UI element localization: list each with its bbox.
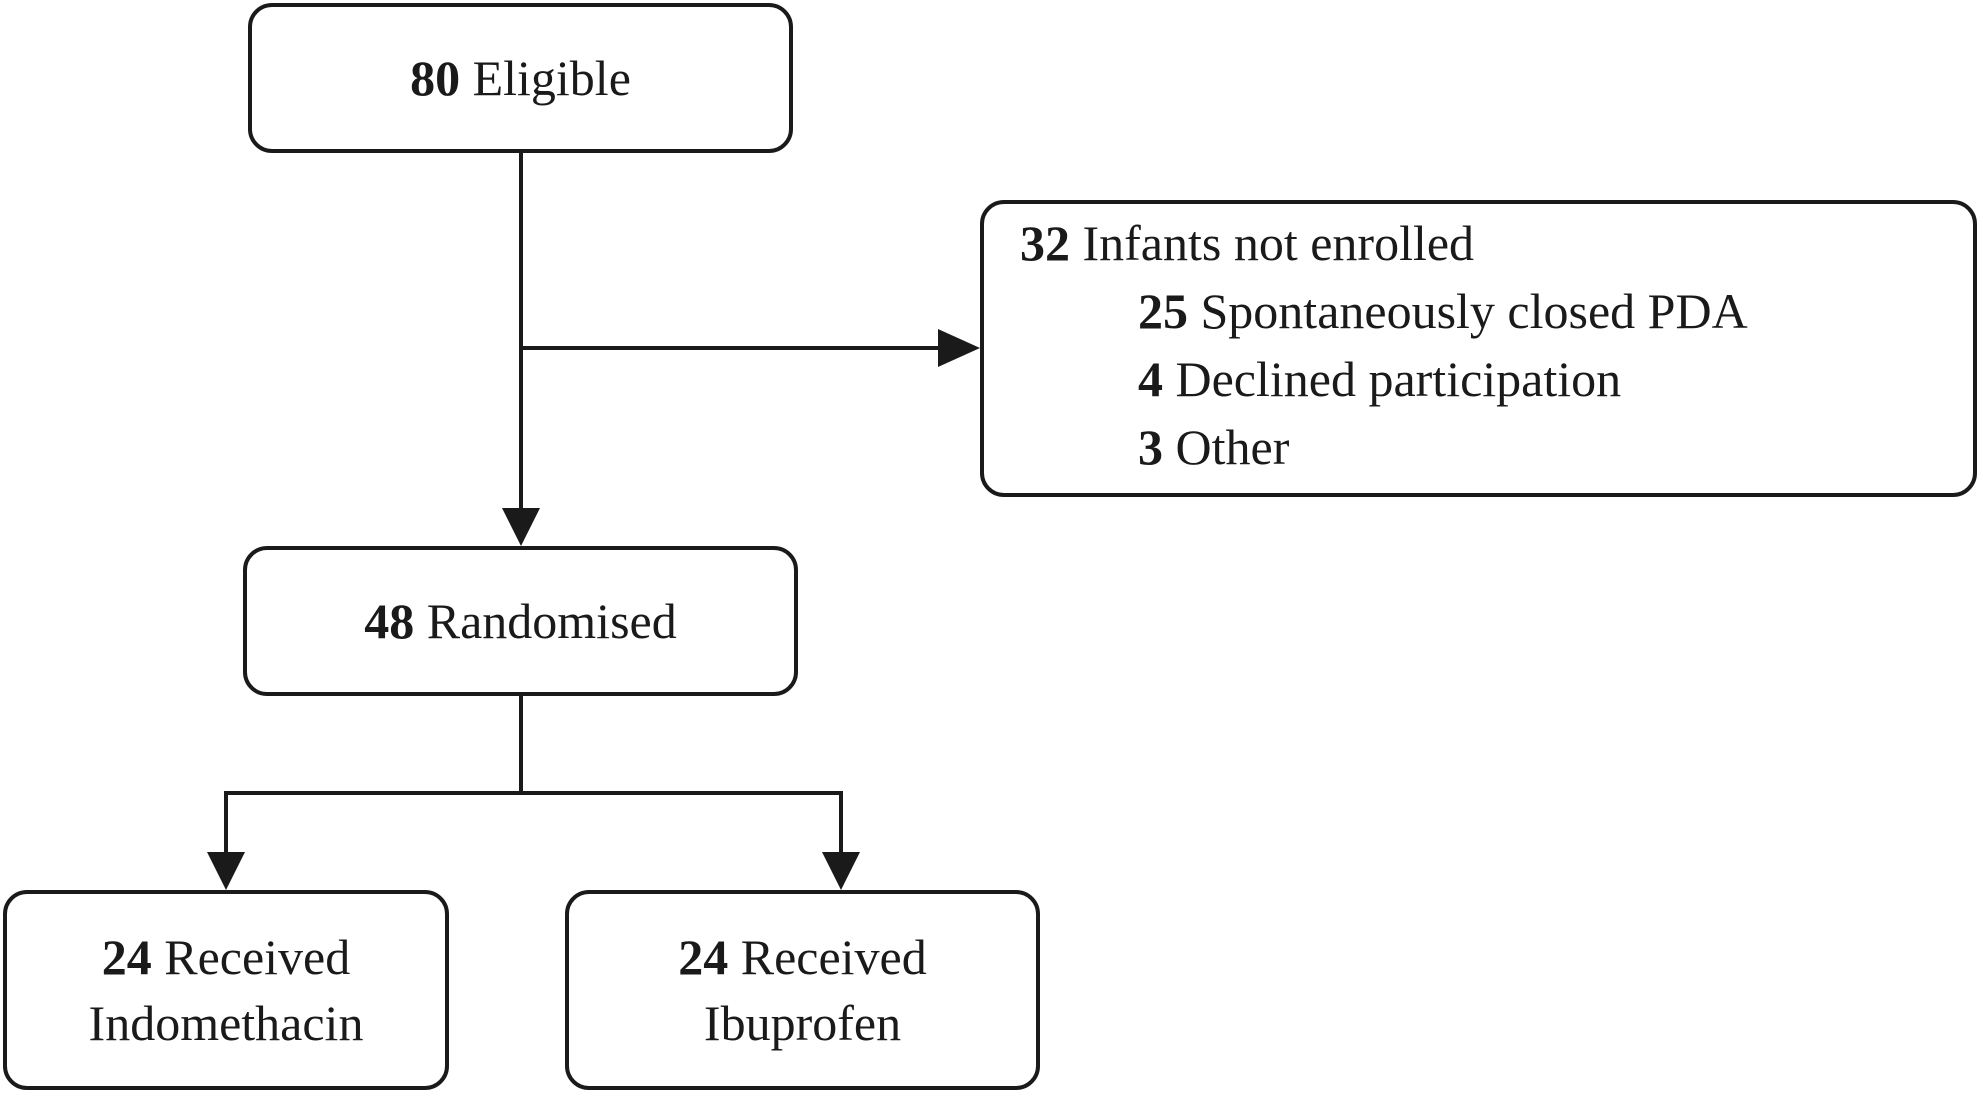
indomethacin-label-line1: Received [151, 929, 351, 985]
reason-count: 25 [1138, 283, 1188, 339]
randomised-text: 48 Randomised [364, 588, 676, 654]
arrow-to-indomethacin-icon [207, 852, 245, 890]
arrow-to-not-enrolled-icon [938, 329, 980, 367]
ibuprofen-count: 24 [678, 929, 729, 985]
eligible-text: 80 Eligible [410, 45, 631, 111]
indomethacin-line1: 24 Received [102, 924, 351, 990]
reason-other: 3 Other [1138, 414, 1289, 480]
randomised-label: Randomised [414, 593, 677, 649]
indomethacin-label-line2: Indomethacin [88, 995, 364, 1051]
not-enrolled-label: Infants not enrolled [1070, 215, 1475, 271]
ibuprofen-label-line1: Received [728, 929, 927, 985]
node-ibuprofen: 24 Received Ibuprofen [565, 890, 1040, 1090]
indomethacin-count: 24 [101, 929, 152, 985]
reason-declined: 4 Declined participation [1138, 346, 1621, 412]
arrow-to-ibuprofen-icon [822, 852, 860, 890]
arrow-to-randomised-icon [502, 508, 540, 546]
ibuprofen-line1: 24 Received [678, 924, 927, 990]
eligible-label: Eligible [460, 50, 631, 106]
node-randomised: 48 Randomised [243, 546, 798, 696]
reason-label: Declined participation [1163, 351, 1622, 407]
reason-label: Other [1163, 419, 1290, 475]
not-enrolled-header: 32 Infants not enrolled [1020, 210, 1474, 276]
node-not-enrolled: 32 Infants not enrolled 25 Spontaneously… [980, 200, 1977, 497]
reason-spontaneously-closed: 25 Spontaneously closed PDA [1138, 278, 1748, 344]
randomised-count: 48 [364, 593, 415, 649]
ibuprofen-label-line2: Ibuprofen [703, 995, 902, 1051]
reason-count: 3 [1138, 419, 1163, 475]
reason-count: 4 [1138, 351, 1163, 407]
node-indomethacin: 24 Received Indomethacin [3, 890, 449, 1090]
eligible-count: 80 [410, 50, 461, 106]
node-eligible: 80 Eligible [248, 3, 793, 153]
reason-label: Spontaneously closed PDA [1188, 283, 1748, 339]
not-enrolled-count: 32 [1020, 215, 1070, 271]
